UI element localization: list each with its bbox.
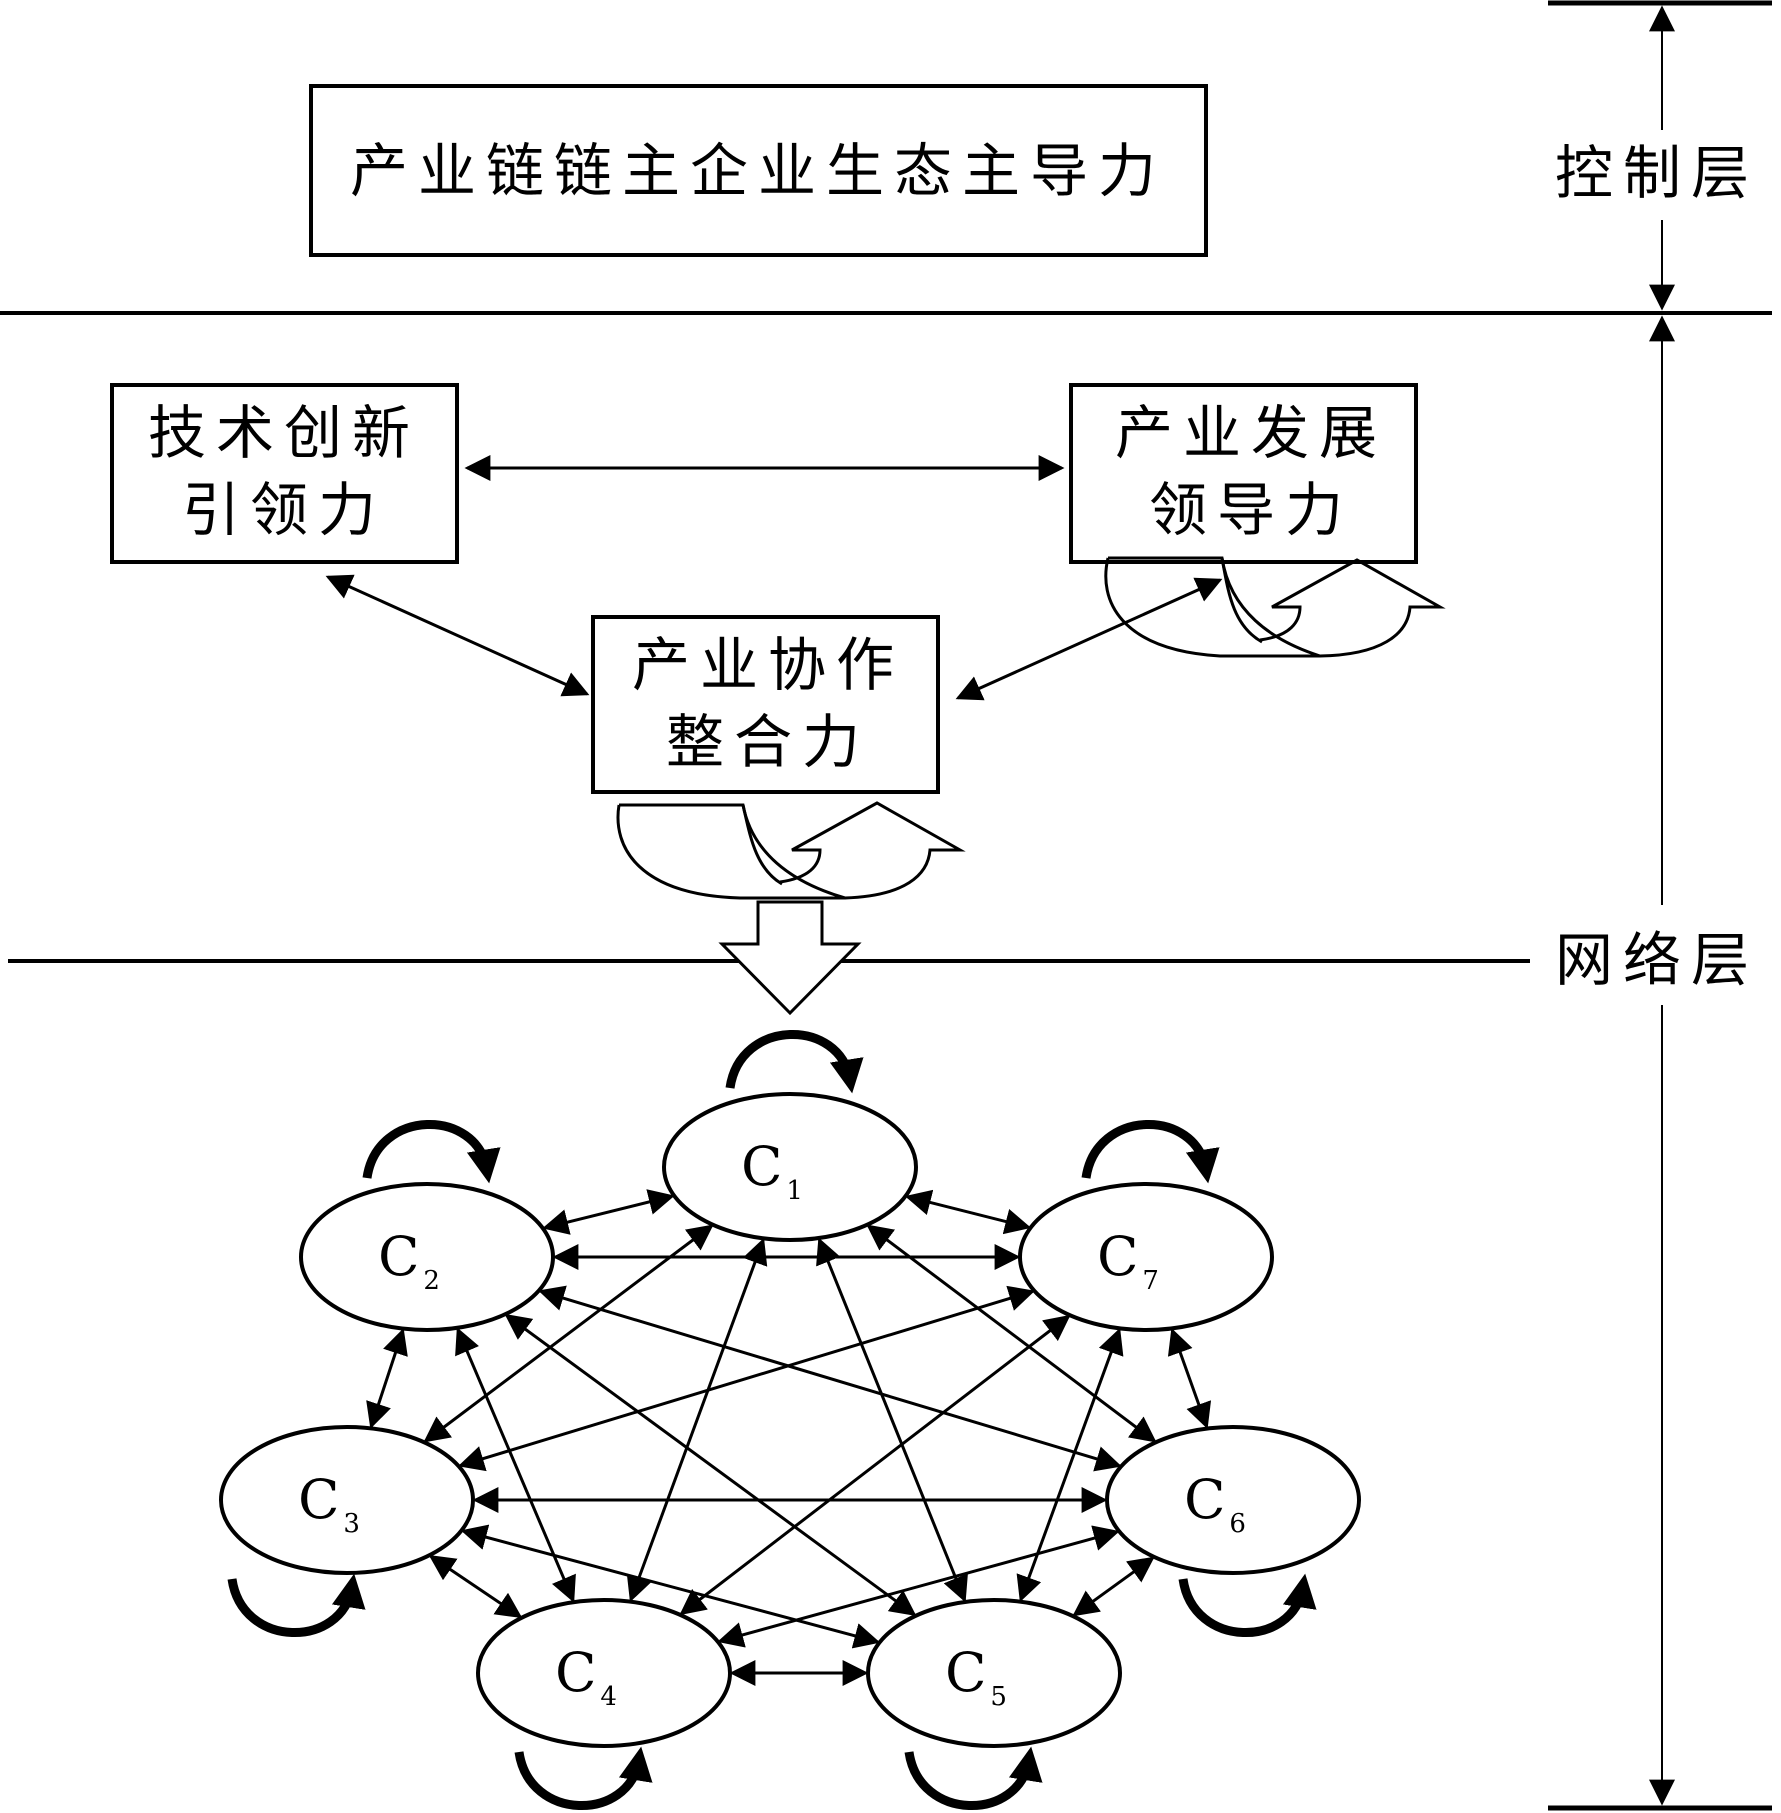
- industry-development-label-line2: 领导力: [1149, 476, 1353, 544]
- self-loop-c2: [362, 1120, 501, 1184]
- node-c4-ellipse: [476, 1598, 732, 1748]
- tech-innovation-label-line2: 引领力: [182, 476, 386, 544]
- node-c6-ellipse: [1105, 1425, 1361, 1575]
- node-c2-ellipse: [299, 1182, 555, 1332]
- industry-feedback-arrow: [1104, 556, 1446, 658]
- edge-c5-c6: [1072, 1556, 1155, 1617]
- control-box-label: 产业链链主企业生态主导力: [350, 137, 1166, 205]
- edge-c1-c7: [904, 1189, 1032, 1235]
- edge-c3-c7: [458, 1285, 1035, 1472]
- tech-innovation-box: [110, 383, 459, 564]
- self-loop-c7: [1081, 1120, 1220, 1184]
- node-c5-ellipse: [866, 1598, 1122, 1748]
- node-c3-ellipse: [219, 1425, 475, 1575]
- edge-c2-c4: [455, 1327, 576, 1603]
- edge-c1-c5: [816, 1237, 968, 1603]
- collab-feedback-arrow: [616, 801, 966, 900]
- edge-c6-c7: [1167, 1327, 1212, 1430]
- node-c7-ellipse: [1018, 1182, 1274, 1332]
- industry-collab-link: [955, 577, 1223, 701]
- industry-collaboration-label-line2: 整合力: [666, 708, 870, 776]
- self-loops: [227, 1030, 1317, 1810]
- self-loop-c5: [904, 1746, 1043, 1810]
- industry-development-label-line1: 产业发展: [1115, 399, 1387, 467]
- industry-collaboration-box: [591, 615, 940, 794]
- edge-c5-c7: [1016, 1327, 1124, 1603]
- control-box: [309, 84, 1208, 257]
- self-loop-c3: [227, 1573, 366, 1637]
- downward-influence-arrow: [718, 900, 862, 1016]
- control-layer-label: 控制层: [1555, 139, 1759, 207]
- edge-c2-c6: [538, 1285, 1122, 1472]
- tech-innovation-label-line1: 技术创新: [148, 399, 420, 467]
- self-loop-c1: [725, 1030, 864, 1094]
- network-edges: [366, 1189, 1212, 1686]
- node-c1-ellipse: [662, 1092, 918, 1242]
- edge-c2-c3: [366, 1328, 408, 1429]
- edge-c4-c7: [679, 1314, 1071, 1616]
- network-layer-label: 网络层: [1555, 926, 1759, 994]
- industry-collaboration-label-line1: 产业协作: [632, 631, 904, 699]
- edge-c1-c2: [542, 1189, 675, 1235]
- tech-collab-link: [325, 574, 590, 697]
- edge-c2-c5: [504, 1313, 917, 1617]
- self-loop-c4: [514, 1746, 653, 1810]
- self-loop-c6: [1178, 1573, 1317, 1637]
- industry-development-box: [1069, 383, 1418, 564]
- edge-c3-c4: [428, 1554, 523, 1619]
